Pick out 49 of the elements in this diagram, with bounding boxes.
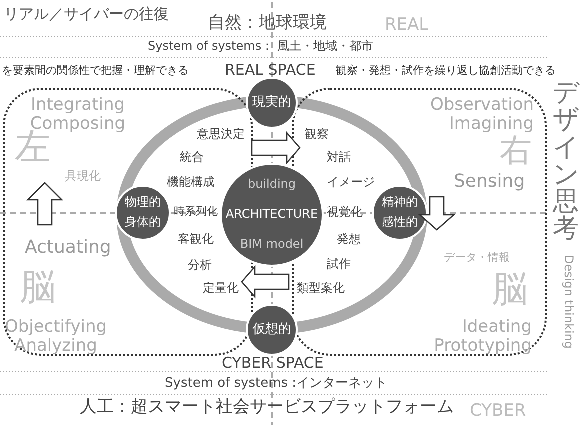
- circle-label: 精神的: [381, 196, 419, 210]
- region-text: 具現化: [65, 170, 101, 184]
- circle-label: BIM model: [239, 238, 305, 252]
- circle-label: building: [246, 178, 298, 192]
- region-text: データ・情報: [444, 252, 510, 264]
- background-character: 右: [500, 133, 532, 168]
- ring-keyword: イメージ: [327, 176, 375, 190]
- caption-text: を要素間の関係性で把握・理解できる: [2, 65, 189, 78]
- region-text: Ideating Prototyping: [433, 318, 532, 356]
- side-heading-text: Design thinking: [562, 255, 575, 350]
- space-label: REAL SPACE: [225, 62, 316, 78]
- ring-keyword: 視覚化: [327, 206, 363, 220]
- ring-keyword: 試作: [327, 258, 351, 272]
- region-text: Actuating: [25, 238, 112, 258]
- heading-text: 自然：地球環境: [208, 14, 327, 33]
- ring-keyword: 客観化: [178, 233, 214, 246]
- subheading-text: System of systems :インターネット: [165, 377, 388, 392]
- ring-keyword: 発想: [337, 233, 361, 246]
- region-text: Observation Imagining: [429, 96, 534, 134]
- block-arrow: [241, 265, 290, 299]
- circle-label: 感性的: [381, 216, 419, 230]
- space-label: CYBER SPACE: [222, 355, 324, 372]
- background-character: 脳: [20, 268, 56, 308]
- background-character: 脳: [492, 270, 528, 310]
- background-word: REAL: [385, 16, 429, 35]
- ring-keyword: 分析: [188, 259, 212, 272]
- ring-keyword: 時系列化: [174, 206, 218, 218]
- caption-text: 観察・発想・試作を繰り返し協創活動できる: [336, 65, 556, 78]
- ring-keyword: 対話: [327, 151, 351, 164]
- heading-text: リアル／サイバーの往復: [4, 6, 169, 22]
- ring-keyword: 観察: [305, 128, 329, 142]
- ring-keyword: 統合: [180, 151, 204, 164]
- subheading-text: System of systems： 風土・地域・都市: [148, 40, 374, 54]
- circle-label: 現実的: [252, 96, 292, 110]
- region-text: Sensing: [454, 172, 526, 192]
- circle-label: 物理的: [124, 196, 162, 210]
- region-text: Objectifying Analyzing: [4, 318, 108, 356]
- ring-keyword: 定量化: [203, 282, 239, 296]
- circle-label: 仮想的: [252, 322, 292, 337]
- background-word: CYBER: [470, 402, 526, 421]
- heading-text: 人工：超スマート社会サービスプラットフォーム: [80, 398, 454, 417]
- circle-label: 身体的: [124, 216, 162, 230]
- circle-label: ARCHITECTURE: [224, 208, 320, 222]
- ring-keyword: 機能構成: [167, 176, 215, 190]
- ring-keyword: 類型案化: [297, 282, 345, 296]
- background-character: 左: [15, 128, 51, 168]
- block-arrow: [251, 131, 301, 165]
- ring-keyword: 意思決定: [197, 128, 245, 142]
- side-heading-text: デザイン思考: [553, 80, 579, 244]
